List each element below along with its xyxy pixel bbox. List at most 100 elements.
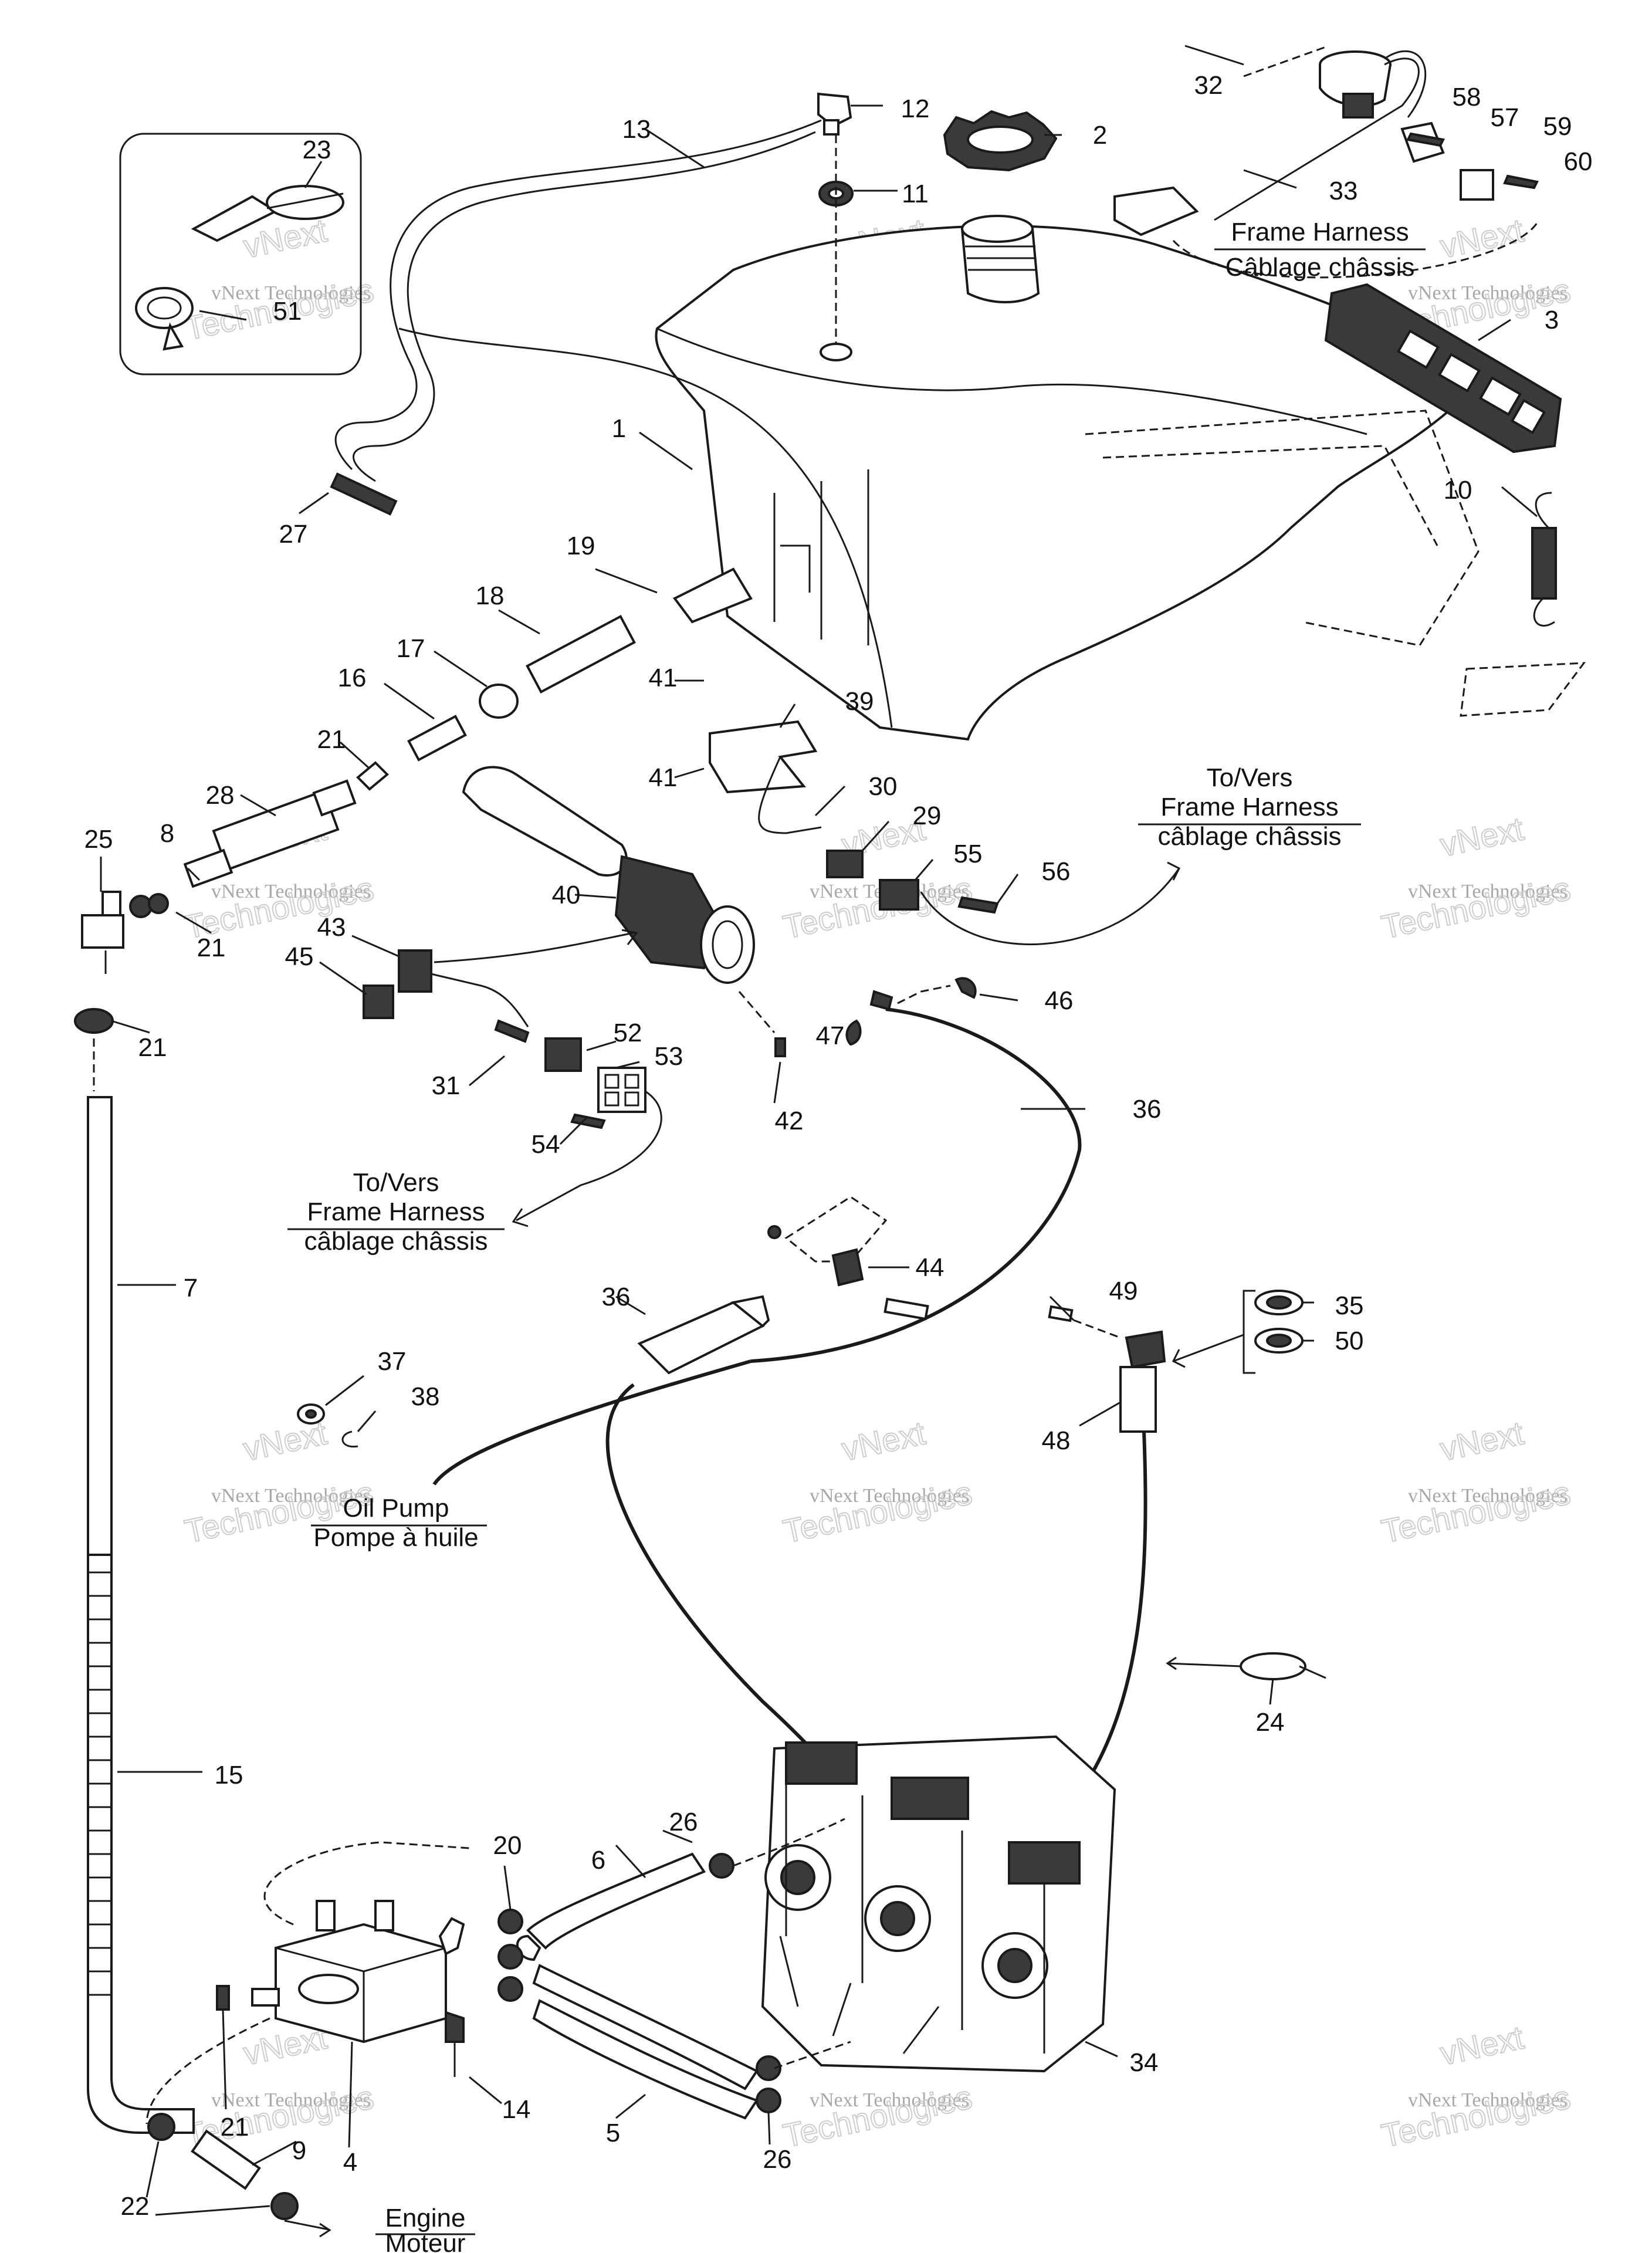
- filter-assembly: [183, 567, 753, 888]
- switch-harness: [709, 720, 1181, 945]
- leader-lines: [100, 45, 1538, 2216]
- callout-19: 19: [567, 532, 595, 560]
- terminal-58: [1406, 132, 1445, 147]
- watermark-company: vNext Technologies: [810, 1485, 969, 1507]
- fuel-hose-long: [87, 1096, 195, 2134]
- callout-10: 10: [1444, 476, 1472, 505]
- terminal-60: [1503, 174, 1539, 190]
- callout-5: 5: [606, 2119, 620, 2147]
- callout-40: 40: [552, 881, 581, 909]
- caption-frame-harness-left-fr: câblage châssis: [304, 1227, 488, 1256]
- watermark-mid-right: vNext vNext Technologies Technologies: [1377, 809, 1574, 946]
- callout-12: 12: [901, 94, 930, 123]
- callout-9: 9: [292, 2136, 306, 2165]
- vent-hose: [334, 119, 822, 471]
- callout-11: 11: [902, 180, 929, 208]
- callout-38: 38: [411, 1382, 440, 1411]
- callout-24: 24: [1256, 1708, 1285, 1737]
- callout-13: 13: [622, 115, 651, 144]
- filler-neck: [960, 215, 1040, 303]
- watermark-brand: vNext: [1437, 810, 1527, 863]
- caption-frame-harness-right-fr: câblage châssis: [1157, 822, 1341, 851]
- tension-spring: [1531, 492, 1557, 627]
- clamp-icon: [135, 287, 194, 351]
- clip-38: [341, 1430, 358, 1448]
- clamp-21-lower: [74, 1008, 114, 1034]
- caption-engine-fr: Moteur: [385, 2229, 466, 2253]
- callout-55: 55: [954, 840, 983, 868]
- cable-splitter: [637, 1295, 770, 1375]
- callout-35: 35: [1335, 1291, 1364, 1320]
- callout-18: 18: [476, 581, 505, 610]
- captions: Frame Harness Câblage châssis To/Vers Fr…: [287, 218, 1426, 2253]
- spring-27: [330, 472, 398, 516]
- screw-42: [774, 1037, 786, 1057]
- engine-feed-hose: [147, 2113, 331, 2238]
- watermark-brand: vNext: [838, 1414, 929, 1467]
- callout-26-upper: 26: [669, 1808, 698, 1836]
- watermark-company: vNext Technologies: [211, 282, 371, 304]
- tank-strap-bracket: [1324, 283, 1562, 454]
- callout-20: 20: [493, 1831, 522, 1860]
- callout-21-pump: 21: [221, 2113, 249, 2142]
- callout-48: 48: [1042, 1426, 1071, 1455]
- callout-45: 45: [285, 942, 314, 971]
- watermark-company: vNext Technologies: [211, 1485, 371, 1507]
- vent-hose-outer: [353, 131, 893, 728]
- callout-47: 47: [816, 1021, 845, 1050]
- watermark-company: vNext Technologies: [1408, 282, 1568, 304]
- cable-tie-24: [1166, 1652, 1326, 1680]
- pulse-hoses: [497, 1818, 851, 2120]
- callout-36-lower: 36: [602, 1283, 631, 1311]
- callout-29: 29: [913, 801, 942, 830]
- callout-16: 16: [338, 664, 367, 692]
- callout-23: 23: [303, 136, 331, 164]
- callout-22: 22: [121, 2192, 150, 2221]
- throttle-grip: [462, 766, 755, 984]
- watermark-company: vNext Technologies: [1408, 1485, 1568, 1507]
- caption-frame-harness-top-fr: Câblage châssis: [1226, 253, 1415, 282]
- fuel-tank: [655, 225, 1586, 741]
- callout-8: 8: [160, 819, 174, 848]
- watermark-brand: vNext: [1437, 2018, 1527, 2072]
- callout-52: 52: [614, 1019, 642, 1047]
- callout-7: 7: [184, 1274, 198, 1303]
- callout-21-hose: 21: [138, 1033, 167, 1062]
- callout-27: 27: [279, 520, 308, 549]
- callout-50: 50: [1335, 1327, 1364, 1355]
- callout-59: 59: [1543, 112, 1572, 141]
- caption-oil-pump-fr: Pompe à huile: [313, 1523, 478, 1552]
- callout-58: 58: [1453, 83, 1481, 111]
- sender-connector-33: [1113, 186, 1199, 236]
- watermark-mid-center: vNext vNext Technologies Technologies: [779, 809, 976, 946]
- callout-54: 54: [532, 1130, 560, 1159]
- fuel-level-sender: [1214, 46, 1427, 221]
- fuel-shutoff-valve: [81, 891, 169, 949]
- washer-37: [297, 1403, 325, 1425]
- caption-oil-pump-en: Oil Pump: [343, 1494, 449, 1523]
- throttle-cable: [432, 977, 1082, 1837]
- callout-28: 28: [206, 781, 235, 810]
- watermark-low-center: vNext vNext Technologies Technologies: [779, 1413, 976, 1550]
- connector-59: [1460, 169, 1494, 201]
- inset-box: [119, 133, 362, 376]
- tank-fitting-port: [820, 343, 852, 361]
- caption-engine-en: Engine: [385, 2204, 465, 2232]
- caption-frame-harness-left-en: Frame Harness: [307, 1197, 485, 1226]
- callout-21-valve: 21: [197, 933, 226, 962]
- callout-26-lower: 26: [763, 2145, 792, 2174]
- elbow-fitting-12: [817, 92, 852, 136]
- watermark-company: vNext Technologies: [1408, 2089, 1568, 2111]
- watermark-company: vNext Technologies: [211, 881, 371, 902]
- cable-bracket: [767, 1196, 929, 1321]
- callout-15: 15: [215, 1761, 243, 1789]
- callout-33: 33: [1329, 177, 1358, 205]
- caption-to-vers-right: To/Vers: [1207, 763, 1293, 792]
- watermark-brand: vNext: [1437, 211, 1527, 265]
- callout-46: 46: [1045, 986, 1074, 1015]
- callout-3: 3: [1545, 306, 1559, 334]
- callout-25: 25: [84, 825, 113, 854]
- harness-43: [363, 929, 662, 1227]
- callout-14: 14: [502, 2095, 531, 2124]
